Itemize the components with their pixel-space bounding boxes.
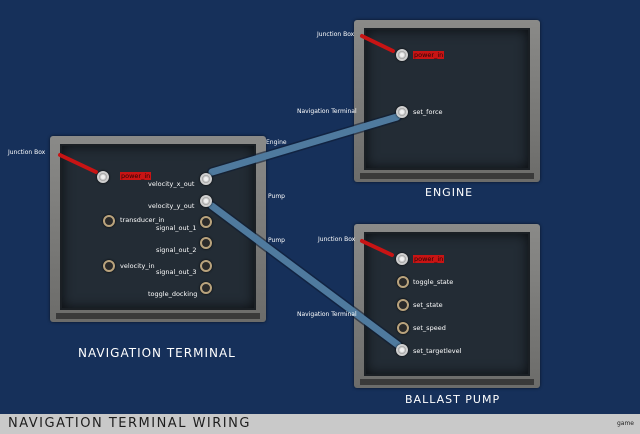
wire-label-pump: Pump bbox=[268, 193, 285, 200]
nav-signal-out-2-connector[interactable] bbox=[200, 237, 212, 249]
nav-toggle-docking-label: toggle_docking bbox=[148, 290, 198, 298]
status-bar-tag: game bbox=[616, 420, 634, 427]
nav-signal-out-3-connector[interactable] bbox=[200, 260, 212, 272]
pump-junction-label: Junction Box bbox=[318, 236, 356, 243]
pump-wire[interactable] bbox=[208, 202, 402, 349]
nav-signal-out-1-connector[interactable] bbox=[200, 216, 212, 228]
pump-toggle-state-connector[interactable] bbox=[397, 276, 409, 288]
engine-power-in-label: power_in bbox=[413, 51, 445, 59]
nav-velocity-x-out-connector[interactable] bbox=[200, 173, 212, 185]
pump-set-speed-connector[interactable] bbox=[397, 322, 409, 334]
engine-bottom-bar bbox=[360, 173, 534, 179]
wire-label-pump-2: Pump bbox=[268, 237, 285, 244]
engine-wire-fill[interactable] bbox=[208, 113, 401, 176]
engine-power-in-connector[interactable] bbox=[396, 49, 408, 61]
engine-nav-terminal-label: Navigation Terminal bbox=[297, 108, 357, 115]
nav-signal-out-2-label: signal_out_2 bbox=[156, 246, 197, 254]
nav-terminal-bottom-bar bbox=[56, 313, 260, 319]
nav-velocity-x-out-label: velocity_x_out bbox=[148, 180, 195, 188]
ballast-pump-inner bbox=[364, 232, 530, 376]
engine-set-force-label: set_force bbox=[413, 108, 443, 116]
engine-inner bbox=[364, 28, 530, 170]
status-bar-title: NAVIGATION TERMINAL WIRING bbox=[8, 416, 251, 431]
wire-label-engine: Engine bbox=[266, 139, 287, 146]
nav-transducer-in-label: transducer_in bbox=[120, 216, 165, 224]
nav-velocity-in-connector[interactable] bbox=[103, 260, 115, 272]
pump-set-targetlevel-connector[interactable] bbox=[396, 344, 408, 356]
pump-power-in-connector[interactable] bbox=[396, 253, 408, 265]
pump-power-wire[interactable] bbox=[360, 239, 394, 257]
pump-toggle-state-label: toggle_state bbox=[413, 278, 454, 286]
pump-set-state-connector[interactable] bbox=[397, 299, 409, 311]
engine-title: ENGINE bbox=[425, 186, 474, 199]
ballast-pump-title: BALLAST PUMP bbox=[405, 393, 501, 406]
pump-set-state-label: set_state bbox=[413, 301, 443, 309]
engine-set-force-connector[interactable] bbox=[396, 106, 408, 118]
nav-power-in-label: power_in bbox=[120, 172, 152, 180]
engine-junction-label: Junction Box bbox=[317, 31, 355, 38]
nav-transducer-in-connector[interactable] bbox=[103, 215, 115, 227]
engine-panel bbox=[354, 20, 540, 182]
nav-toggle-docking-connector[interactable] bbox=[200, 282, 212, 294]
nav-junction-label: Junction Box bbox=[8, 149, 46, 156]
pump-set-targetlevel-label: set_targetlevel bbox=[413, 347, 462, 355]
engine-power-wire[interactable] bbox=[360, 34, 395, 53]
nav-terminal-title: NAVIGATION TERMINAL bbox=[78, 346, 236, 360]
ballast-pump-bottom-bar bbox=[360, 379, 534, 385]
pump-set-speed-label: set_speed bbox=[413, 324, 446, 332]
nav-power-wire[interactable] bbox=[58, 153, 98, 174]
nav-velocity-y-out-connector[interactable] bbox=[200, 195, 212, 207]
pump-nav-terminal-label: Navigation Terminal bbox=[297, 311, 357, 318]
pump-power-in-label: power_in bbox=[413, 255, 445, 263]
nav-velocity-in-label: velocity_in bbox=[120, 262, 155, 270]
nav-velocity-y-out-label: velocity_y_out bbox=[148, 202, 195, 210]
nav-power-in-connector[interactable] bbox=[97, 171, 109, 183]
nav-signal-out-3-label: signal_out_3 bbox=[156, 268, 197, 276]
nav-signal-out-1-label: signal_out_1 bbox=[156, 224, 197, 232]
status-bar: NAVIGATION TERMINAL WIRING game bbox=[0, 414, 640, 434]
